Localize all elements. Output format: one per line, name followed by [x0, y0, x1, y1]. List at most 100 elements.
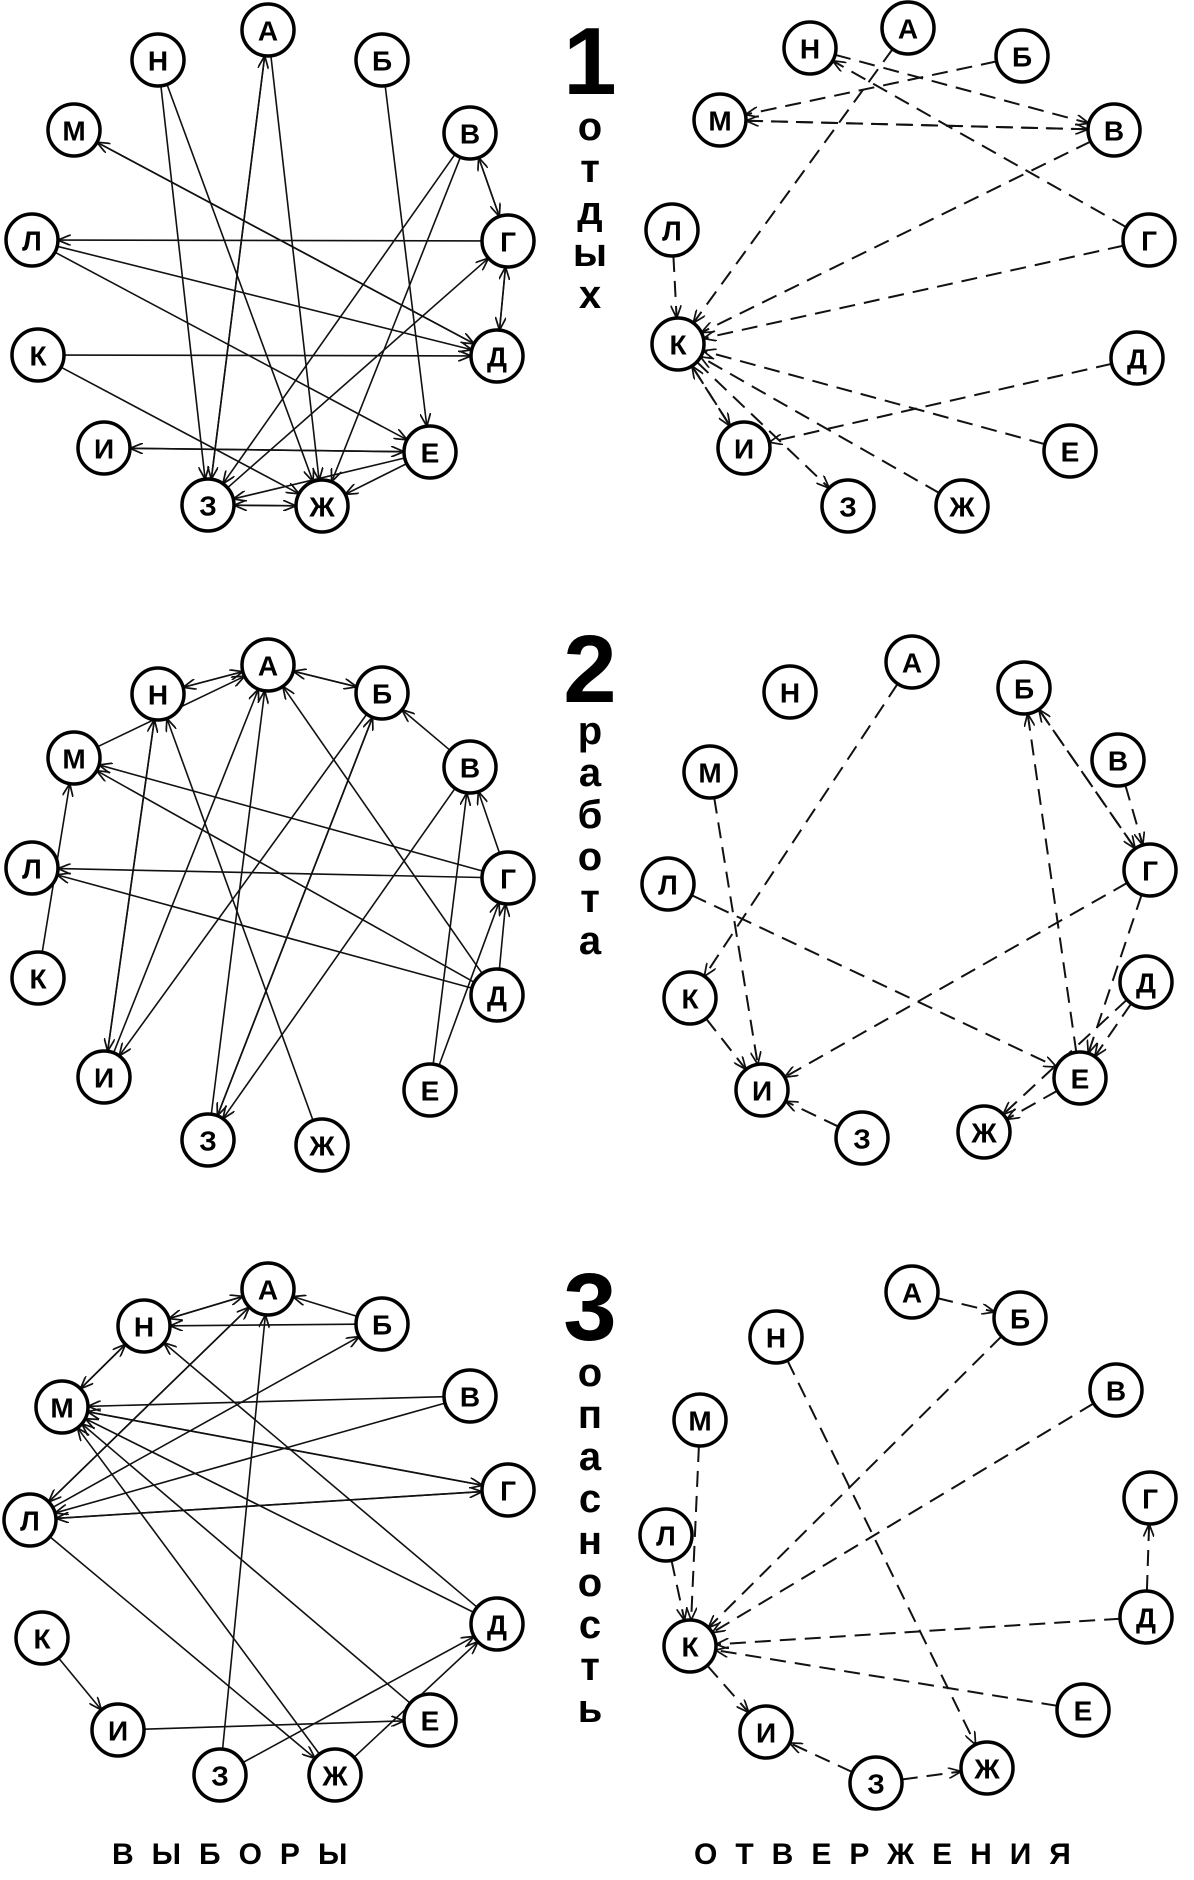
panel-2-rejections-node-circle: [662, 970, 718, 1026]
panel-1-choices-node: В: [442, 105, 498, 161]
panel-1-rejections-node-circle: [1121, 212, 1177, 268]
panel-1-choices-node-label: Г: [500, 227, 516, 258]
panel-1-choices-node-label: З: [199, 491, 217, 522]
panel-1-rejections-edge: [702, 357, 940, 494]
panel-2-word-letter: о: [578, 835, 602, 879]
panel-1-rejections-edge: [702, 140, 1092, 333]
panel-2-choices-node: Л: [4, 840, 60, 896]
panel-1-rejections-node: Е: [1042, 423, 1098, 479]
panel-2-rejections-edge: [1039, 710, 1137, 850]
edges-layer: [41, 48, 1149, 1781]
panel-3-rejections-node: Г: [1122, 1470, 1178, 1526]
panel-1-rejections-edge: [747, 121, 1089, 131]
panel-2-choices-node-circle: [4, 840, 60, 896]
panel-1-choices-edge: [166, 84, 313, 480]
panel-1-rejections-edge: [673, 255, 676, 317]
panel-2-rejections-node-circle: [734, 1062, 790, 1118]
panel-1-rejections-edge: [704, 351, 1046, 446]
panel-3-rejections-node: В: [1088, 1362, 1144, 1418]
panel-2-choices-node-label: Н: [148, 680, 168, 711]
panel-3-choices-node-circle: [402, 1692, 458, 1748]
panel-2-choices-node-label: А: [258, 651, 278, 682]
panel-2-rejections-node: И: [734, 1062, 790, 1118]
panel-2-choices-node: В: [442, 739, 498, 795]
panel-2-choices-edge: [498, 905, 505, 970]
panel-3-rejections-edge: [1147, 1525, 1149, 1592]
panel-2-rejections-node: А: [884, 634, 940, 690]
panel-3-rejections-node-label: Д: [1136, 1603, 1156, 1634]
panel-1-choices-node-circle: [469, 328, 525, 384]
panel-1-choices-node: Н: [130, 32, 186, 88]
panel-1-choices-edge: [57, 245, 471, 349]
panel-3-choices-edge: [171, 1324, 357, 1326]
panel-1-rejections-node: Б: [994, 28, 1050, 84]
panel-2-rejections-node: Ж: [956, 1104, 1012, 1160]
panel-3-rejections-node: К: [662, 1618, 718, 1674]
panel-1-choices-edge: [60, 366, 298, 493]
panel-1-choices-node-circle: [240, 2, 296, 58]
panel-3-rejections-node-circle: [662, 1618, 718, 1674]
panel-3-rejections-node: И: [738, 1704, 794, 1760]
panel-3-word-letter: а: [579, 1435, 602, 1479]
panel-2-choices-edge: [283, 687, 483, 975]
panel-1-rejections-node-circle: [782, 20, 838, 76]
panel-2-rejections-node: М: [682, 744, 738, 800]
panel-3-choices-node-label: А: [258, 1275, 278, 1306]
panel-3-word-letter: с: [579, 1477, 601, 1521]
panel-3-choices-edge: [83, 1425, 411, 1704]
panel-1-choices-node-label: Л: [22, 226, 42, 257]
panel-1-choices-node-circle: [76, 420, 132, 476]
panel-2-rejections-node-circle: [884, 634, 940, 690]
panel-1-rejections-node-label: И: [734, 434, 754, 465]
panel-2-choices-node: З: [180, 1112, 236, 1168]
panel-2-rejections-node-circle: [956, 1104, 1012, 1160]
panel-3-rejections-node-circle: [1088, 1362, 1144, 1418]
panel-3-rejections-node-circle: [884, 1264, 940, 1320]
panel-2-rejections-edge: [1095, 1002, 1133, 1055]
panel-3-choices-node: З: [192, 1747, 248, 1803]
panel-2-choices-node-label: З: [199, 1126, 217, 1157]
panel-1-choices-node-circle: [180, 477, 236, 533]
panel-1-rejections-node-label: Н: [800, 34, 820, 65]
panel-3-choices-edge: [86, 1419, 475, 1614]
panel-3-word-letter: ь: [578, 1687, 603, 1731]
panel-2-choices-edge: [438, 903, 499, 1066]
panel-2-choices-node: И: [76, 1049, 132, 1105]
panel-1-rejections-node-label: Л: [662, 216, 682, 247]
panel-1-choices-node: Ж: [294, 478, 350, 534]
panel-2-rejections-node-label: В: [1108, 746, 1128, 777]
panel-3-choices-node-circle: [116, 1298, 172, 1354]
panel-1-choices-node-label: Е: [421, 438, 440, 469]
panel-1-rejections-node-label: Д: [1127, 344, 1147, 375]
panel-1-word-letter: ы: [573, 231, 607, 275]
panel-3-choices-edge: [81, 1343, 127, 1388]
panel-1-rejections-node-circle: [994, 28, 1050, 84]
panel-2-rejections-edge: [705, 683, 899, 976]
panel-1-choices-node: А: [240, 2, 296, 58]
panel-3-word-letter: о: [578, 1351, 602, 1395]
panel-1-rejections-node: Ж: [934, 478, 990, 534]
panel-2-choices-node-label: Д: [487, 981, 507, 1012]
panel-1-rejections-node-label: Ж: [948, 492, 975, 523]
panel-2-word-letter: а: [579, 751, 602, 795]
panel-3-choices-node-circle: [442, 1368, 498, 1424]
panel-1-rejections-node-circle: [692, 92, 748, 148]
panel-2-rejections-node-circle: [1118, 954, 1174, 1010]
panel-3-choices-node-circle: [192, 1747, 248, 1803]
panel-1-rejections-node-circle: [934, 478, 990, 534]
panel-2-rejections-node-circle: [762, 664, 818, 720]
panel-3-rejections-node: А: [884, 1264, 940, 1320]
panel-1-choices-node-label: Б: [372, 46, 392, 77]
panel-2-rejections-edge: [713, 797, 757, 1064]
panel-1-choices-edge: [346, 462, 408, 494]
panel-3-rejections-node: Н: [748, 1309, 804, 1365]
panel-2-choices-node-circle: [180, 1112, 236, 1168]
panel-1-rejections-node: Л: [644, 202, 700, 258]
panel-1-choices-node: Г: [480, 213, 536, 269]
panel-2-rejections-node-circle: [996, 660, 1052, 716]
panel-1-choices-node-circle: [354, 32, 410, 88]
panel-2-rejections-node-label: М: [698, 758, 721, 789]
panel-2-choices-node-circle: [46, 730, 102, 786]
panel-3-choices-edge: [49, 1536, 314, 1758]
